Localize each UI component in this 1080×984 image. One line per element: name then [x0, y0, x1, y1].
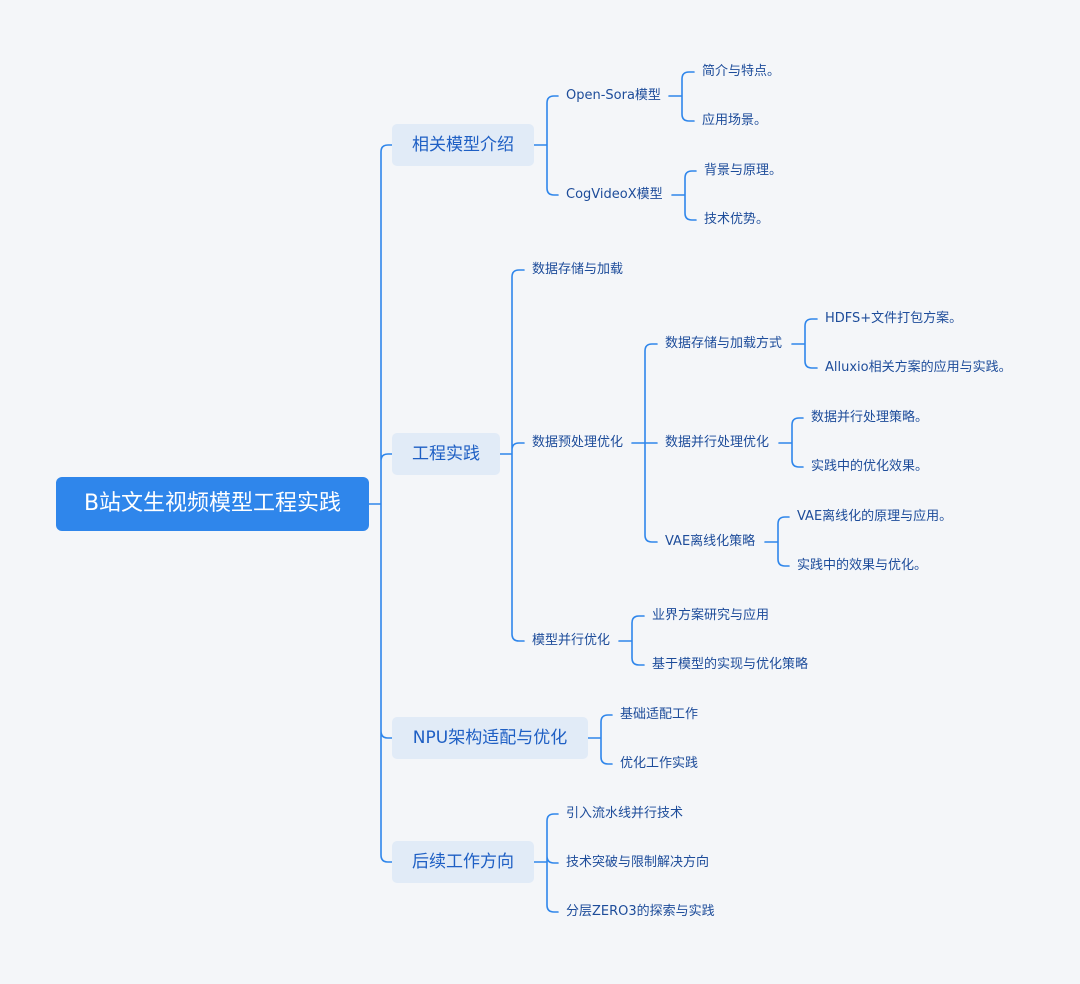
node-cogvideox[interactable]: CogVideoX模型 — [566, 187, 663, 202]
branch-future-work[interactable]: 后续工作方向 — [392, 841, 534, 883]
leaf-open-sora-scenarios[interactable]: 应用场景。 — [702, 113, 768, 128]
leaf-breakthrough[interactable]: 技术突破与限制解决方向 — [566, 855, 710, 870]
leaf-basic-adaptation[interactable]: 基础适配工作 — [620, 707, 699, 722]
connector-model-intro — [533, 95, 559, 196]
leaf-cogvideox-background[interactable]: 背景与原理。 — [704, 163, 783, 178]
leaf-cogvideox-advantage[interactable]: 技术优势。 — [704, 212, 770, 227]
node-storage-method[interactable]: 数据存储与加载方式 — [665, 336, 783, 351]
connector-model-parallel — [618, 615, 645, 666]
leaf-parallel-effect[interactable]: 实践中的优化效果。 — [811, 459, 929, 474]
node-open-sora[interactable]: Open-Sora模型 — [566, 88, 661, 103]
connector-data-parallel — [778, 417, 804, 468]
connector-root — [368, 144, 393, 863]
leaf-industry-research[interactable]: 业界方案研究与应用 — [652, 608, 770, 623]
connector-preprocess — [631, 343, 658, 543]
connector-open-sora — [668, 71, 695, 122]
branch-engineering-practice[interactable]: 工程实践 — [392, 433, 500, 475]
leaf-parallel-strategy[interactable]: 数据并行处理策略。 — [811, 410, 929, 425]
connector-vae — [764, 516, 790, 567]
leaf-hdfs-packing[interactable]: HDFS+文件打包方案。 — [825, 311, 963, 326]
leaf-optimization-practice[interactable]: 优化工作实践 — [620, 756, 699, 771]
leaf-pipeline-parallel[interactable]: 引入流水线并行技术 — [566, 806, 684, 821]
leaf-zero3[interactable]: 分层ZERO3的探索与实践 — [566, 904, 715, 919]
node-data-parallel[interactable]: 数据并行处理优化 — [665, 435, 770, 450]
leaf-open-sora-intro[interactable]: 简介与特点。 — [702, 64, 781, 79]
branch-model-intro[interactable]: 相关模型介绍 — [392, 124, 534, 166]
leaf-alluxio[interactable]: Alluxio相关方案的应用与实践。 — [825, 360, 1012, 375]
leaf-vae-effect[interactable]: 实践中的效果与优化。 — [797, 558, 928, 573]
connector-npu — [587, 714, 613, 765]
node-model-parallel[interactable]: 模型并行优化 — [532, 633, 611, 648]
node-data-preprocess[interactable]: 数据预处理优化 — [532, 435, 624, 450]
leaf-model-based-impl[interactable]: 基于模型的实现与优化策略 — [652, 657, 809, 672]
root-node[interactable]: B站文生视频模型工程实践 — [56, 477, 369, 531]
connector-engineering — [499, 269, 525, 642]
connector-cogvideox — [671, 170, 697, 221]
node-data-storage-loading[interactable]: 数据存储与加载 — [532, 262, 624, 277]
branch-npu-adaptation[interactable]: NPU架构适配与优化 — [392, 717, 588, 759]
connector-storage-method — [791, 318, 818, 369]
leaf-vae-principle[interactable]: VAE离线化的原理与应用。 — [797, 509, 953, 524]
node-vae-offline[interactable]: VAE离线化策略 — [665, 534, 756, 549]
connector-future — [533, 813, 559, 913]
